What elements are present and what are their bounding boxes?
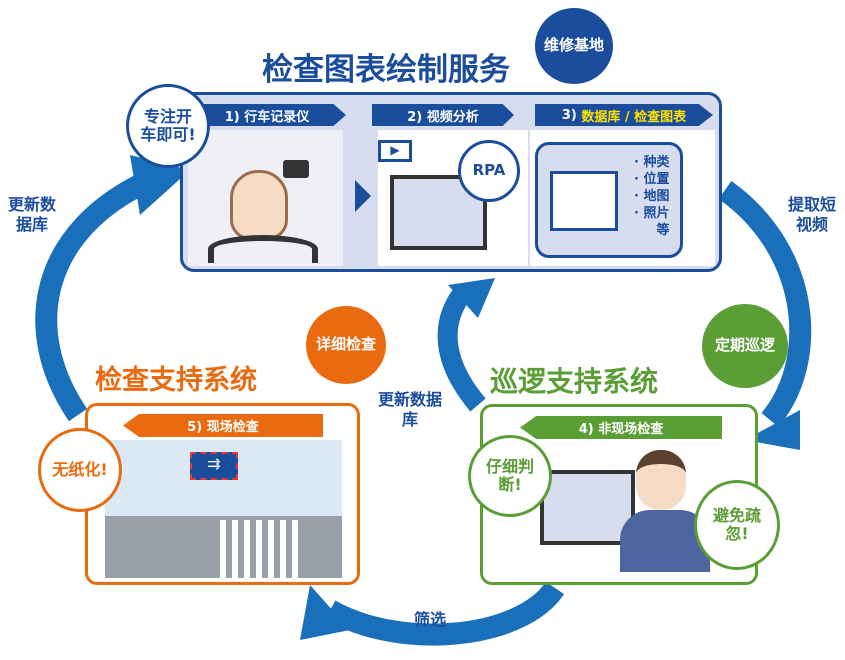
- crosswalk: [220, 520, 300, 578]
- left-flow-label: 更新数据库: [7, 195, 56, 234]
- road-sign-icon: ⇉: [190, 452, 238, 480]
- attr-etc: 等: [656, 222, 670, 238]
- step-5-header: 5) 现场检查: [123, 414, 323, 437]
- bubble-regular-patrol: 定期巡逻: [702, 304, 788, 388]
- rpa-robot-icon: RPA: [458, 140, 520, 202]
- bubble-careful-judgement: 仔细判断!: [468, 435, 552, 517]
- step-3-header: 3) 数据库 / 检查图表: [535, 104, 713, 126]
- next-arrow-icon: [355, 180, 371, 212]
- arrow-middle-up-head: [448, 278, 495, 318]
- bubble-detailed-inspection: 详细检查: [306, 306, 386, 384]
- video-icon: ▶: [378, 140, 412, 162]
- bottom-flow-label: 筛选: [413, 610, 446, 629]
- middle-flow-label: 更新数据库: [378, 390, 443, 429]
- arrow-bottom-left: [324, 581, 565, 646]
- arrow-left-up: [35, 169, 155, 422]
- attr-map: · 地图: [634, 188, 670, 204]
- arrow-right-down-head: [745, 410, 800, 450]
- dashcam-icon: [283, 160, 309, 178]
- bubble-base: 维修基地: [535, 8, 613, 84]
- driver-face: [230, 170, 288, 240]
- inspector-face: [636, 450, 686, 510]
- step-3-label: 数据库 / 检查图表: [581, 109, 687, 125]
- arrow-left-up-head: [130, 155, 190, 215]
- arrow-middle-up: [437, 283, 486, 412]
- bubble-paperless: 无纸化!: [38, 428, 122, 512]
- arrow-right-down: [718, 181, 812, 428]
- steering-wheel: [208, 235, 318, 263]
- dashcam-illustration: [188, 130, 343, 266]
- database-illustration: · 种类 · 位置 · 地图 · 照片 等: [530, 130, 715, 266]
- patrol-system-title: 巡逻支持系统: [490, 365, 659, 398]
- video-analysis-illustration: ▶ RPA: [378, 130, 528, 266]
- step-3-number: 3): [561, 107, 577, 123]
- step-4-header: 4) 非现场检查: [520, 416, 722, 439]
- service-title: 检查图表绘制服务: [262, 52, 510, 88]
- report-stack: · 种类 · 位置 · 地图 · 照片 等: [535, 142, 683, 258]
- arrow-bottom-left-head: [300, 585, 350, 640]
- step-2-header: 2) 视频分析: [372, 104, 514, 126]
- right-flow-label: 提取短视频: [787, 195, 836, 234]
- bubble-avoid-oversight: 避免疏忽!: [694, 480, 780, 570]
- inspection-system-title: 检查支持系统: [95, 365, 257, 396]
- onsite-inspection-illustration: ⇉: [105, 440, 342, 578]
- offsite-monitor-illustration: [540, 470, 635, 545]
- attr-location: · 位置: [634, 171, 670, 187]
- attr-photo: · 照片: [634, 205, 670, 221]
- step-1-header: 1) 行车记录仪: [188, 104, 346, 126]
- attr-type: · 种类: [634, 155, 670, 170]
- bubble-driver: 专注开车即可!: [126, 84, 210, 168]
- document-icon: [550, 171, 618, 231]
